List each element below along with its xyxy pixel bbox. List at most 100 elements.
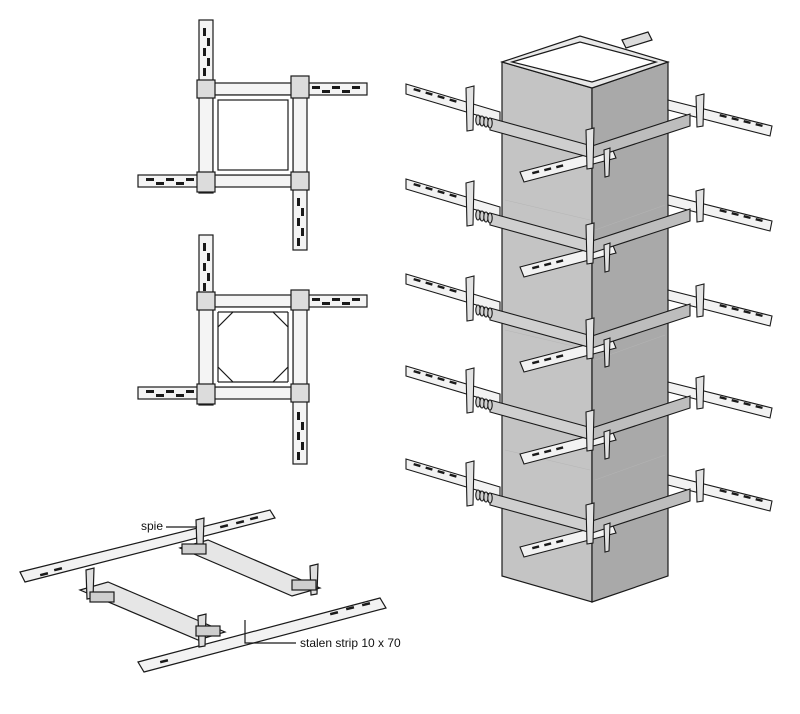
strip-slot xyxy=(449,98,457,103)
tie-strip xyxy=(78,581,227,641)
strip-end xyxy=(621,31,653,49)
tie-strip xyxy=(198,234,214,406)
strip-slot xyxy=(449,193,457,198)
clamp-level xyxy=(405,178,773,278)
formwork-box xyxy=(212,94,294,176)
tie-strip xyxy=(405,273,501,313)
wedge-spie xyxy=(695,468,705,503)
strip-slots xyxy=(203,28,210,76)
strip-slot xyxy=(449,473,457,478)
strip-slot xyxy=(543,449,552,454)
strip-slot xyxy=(437,285,445,290)
strip-slot xyxy=(743,309,751,315)
strip-slot xyxy=(449,288,457,293)
strip-slot xyxy=(555,164,564,169)
wedge-spie xyxy=(465,275,475,322)
tie-strip xyxy=(198,82,368,96)
strip-slot xyxy=(543,542,552,547)
wedge-spie xyxy=(585,502,595,545)
strip-slot xyxy=(719,304,727,309)
strip-slot xyxy=(425,373,433,378)
tie-strip xyxy=(405,83,501,123)
strip-slot xyxy=(425,466,433,471)
strip-slot xyxy=(413,182,421,188)
tie-strip xyxy=(137,386,307,400)
strip-slot xyxy=(719,396,727,401)
leader-line-strip xyxy=(244,620,296,644)
formwork-box xyxy=(212,306,294,388)
isometric-clamp-frame xyxy=(19,509,387,673)
strip-slot xyxy=(755,313,763,318)
strip-slot xyxy=(743,402,751,407)
tie-strip xyxy=(137,597,387,673)
strip-slot xyxy=(556,539,564,544)
wedge-block xyxy=(290,289,310,311)
strip-slot xyxy=(425,186,433,191)
wedge-block xyxy=(196,79,216,99)
tie-strip xyxy=(198,294,368,308)
tie-strip xyxy=(19,509,276,583)
wedge-spie xyxy=(465,85,475,132)
formwork-grain xyxy=(504,199,666,481)
strip-slot xyxy=(556,354,564,359)
strip-slots xyxy=(297,412,304,460)
strip-slot xyxy=(544,167,552,172)
strip-slot xyxy=(544,262,552,267)
wedge-spie xyxy=(585,222,595,265)
wedge-spie xyxy=(603,337,611,368)
wedge-block xyxy=(195,625,221,637)
strip-slots xyxy=(146,390,194,397)
strip-slot xyxy=(532,265,540,270)
tension-coil xyxy=(487,307,493,319)
clamp-level xyxy=(405,83,773,183)
wedge-spie xyxy=(603,522,611,553)
strip-slot xyxy=(532,360,540,365)
strip-slots xyxy=(297,198,304,246)
strip-slot xyxy=(731,307,739,312)
wedge-spie xyxy=(585,127,595,170)
plan-view-square-clamp xyxy=(137,19,368,251)
label-wedge: spie xyxy=(141,519,164,533)
strip-slot xyxy=(556,446,564,451)
strip-slot xyxy=(731,491,739,497)
column-clamp-levels xyxy=(405,83,773,558)
strip-slot xyxy=(531,545,540,550)
tie-strip xyxy=(667,474,773,512)
wedge-block xyxy=(290,383,310,403)
strip-slot xyxy=(743,120,751,125)
strip-slot xyxy=(425,91,433,96)
strip-slots xyxy=(312,86,360,93)
wedge-spie xyxy=(695,283,705,318)
clamp-blocks xyxy=(89,543,317,637)
tie-strip xyxy=(667,289,773,327)
tension-coil xyxy=(487,399,493,411)
tie-strip xyxy=(667,99,773,137)
strip-slot xyxy=(719,209,727,214)
tension-coil xyxy=(487,117,493,129)
strip-slot xyxy=(743,495,751,500)
formwork-inner xyxy=(217,99,289,171)
strip-slot xyxy=(449,380,457,385)
wedge-block xyxy=(290,171,310,191)
tie-strip xyxy=(405,458,501,498)
strip-slot xyxy=(555,259,564,264)
wedge-block xyxy=(291,579,317,591)
tension-coil xyxy=(487,492,493,504)
strip-slot xyxy=(437,94,445,100)
wedge-block xyxy=(196,291,216,311)
wedge-spie xyxy=(695,375,705,410)
strip-slot xyxy=(755,497,763,503)
strip-slot xyxy=(719,489,727,494)
strip-slot xyxy=(437,190,445,195)
wedge-spie xyxy=(695,93,705,128)
strip-slot xyxy=(755,404,763,410)
strip-slots xyxy=(146,178,194,185)
wedge-block xyxy=(196,383,216,405)
strip-slot xyxy=(413,278,421,283)
wedge-block xyxy=(290,75,310,99)
wedge-spie xyxy=(695,188,705,223)
label-steel-strip: stalen strip 10 x 70 xyxy=(300,636,401,650)
tension-coil xyxy=(487,212,493,224)
wedge-spie xyxy=(465,180,475,227)
